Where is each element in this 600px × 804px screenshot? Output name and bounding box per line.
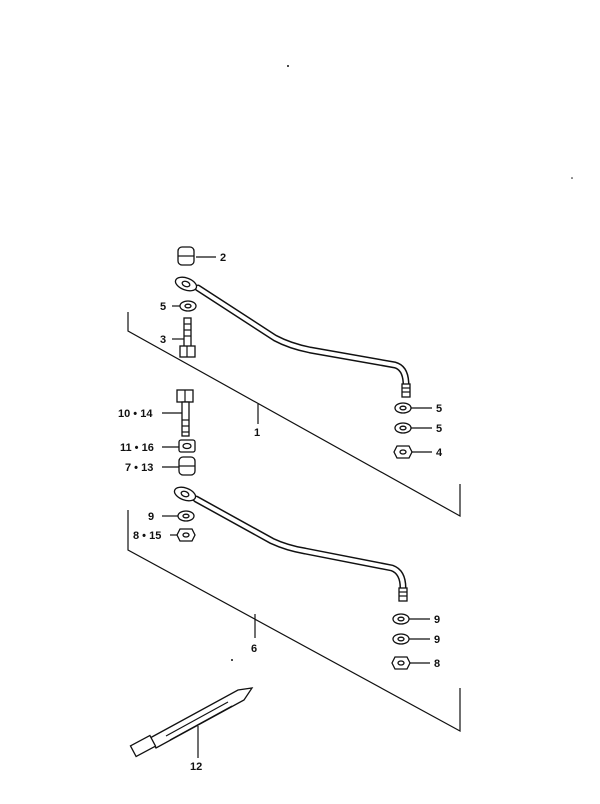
- callout-5-right-a: 5: [436, 403, 442, 415]
- callout-5-right-b: 5: [436, 423, 442, 435]
- part-9-washer-right-b: [392, 633, 430, 645]
- rod-1: [174, 276, 411, 398]
- part-5-washer-right-a: [394, 402, 432, 414]
- speck: [231, 659, 233, 661]
- callout-12: 12: [190, 761, 202, 773]
- part-2-cap: [177, 246, 216, 266]
- part-9-washer-left: [162, 510, 195, 522]
- part-12-cable-tie: [129, 687, 254, 758]
- callout-10-14: 10 • 14: [118, 408, 153, 420]
- group-6-bracket: [127, 510, 461, 733]
- part-5-washer: [172, 300, 197, 312]
- callout-1: 1: [254, 427, 260, 439]
- speck: [571, 177, 573, 179]
- callout-11-16: 11 • 16: [120, 442, 154, 454]
- rod-6: [173, 486, 408, 602]
- part-11-16-nut: [162, 439, 196, 453]
- callout-2: 2: [220, 252, 226, 264]
- callout-9-left: 9: [148, 511, 154, 523]
- callout-9-right-a: 9: [434, 614, 440, 626]
- part-9-washer-right-a: [392, 613, 430, 625]
- part-3-bolt: [172, 317, 196, 358]
- callout-9-right-b: 9: [434, 634, 440, 646]
- part-7-13-bushing: [162, 456, 196, 476]
- callout-7-13: 7 • 13: [125, 462, 153, 474]
- speck: [287, 65, 289, 67]
- part-8-15-nut: [170, 528, 196, 542]
- part-8-nut: [391, 656, 430, 670]
- callout-5-left: 5: [160, 301, 166, 313]
- callout-3: 3: [160, 334, 166, 346]
- part-4-nut: [393, 445, 432, 459]
- callout-4: 4: [436, 447, 443, 459]
- part-5-washer-right-b: [394, 422, 432, 434]
- part-10-14-bolt: [162, 389, 194, 437]
- callout-8: 8: [434, 658, 440, 670]
- callout-6: 6: [251, 643, 257, 655]
- group-1-bracket: [127, 312, 461, 518]
- callout-8-15: 8 • 15: [133, 530, 161, 542]
